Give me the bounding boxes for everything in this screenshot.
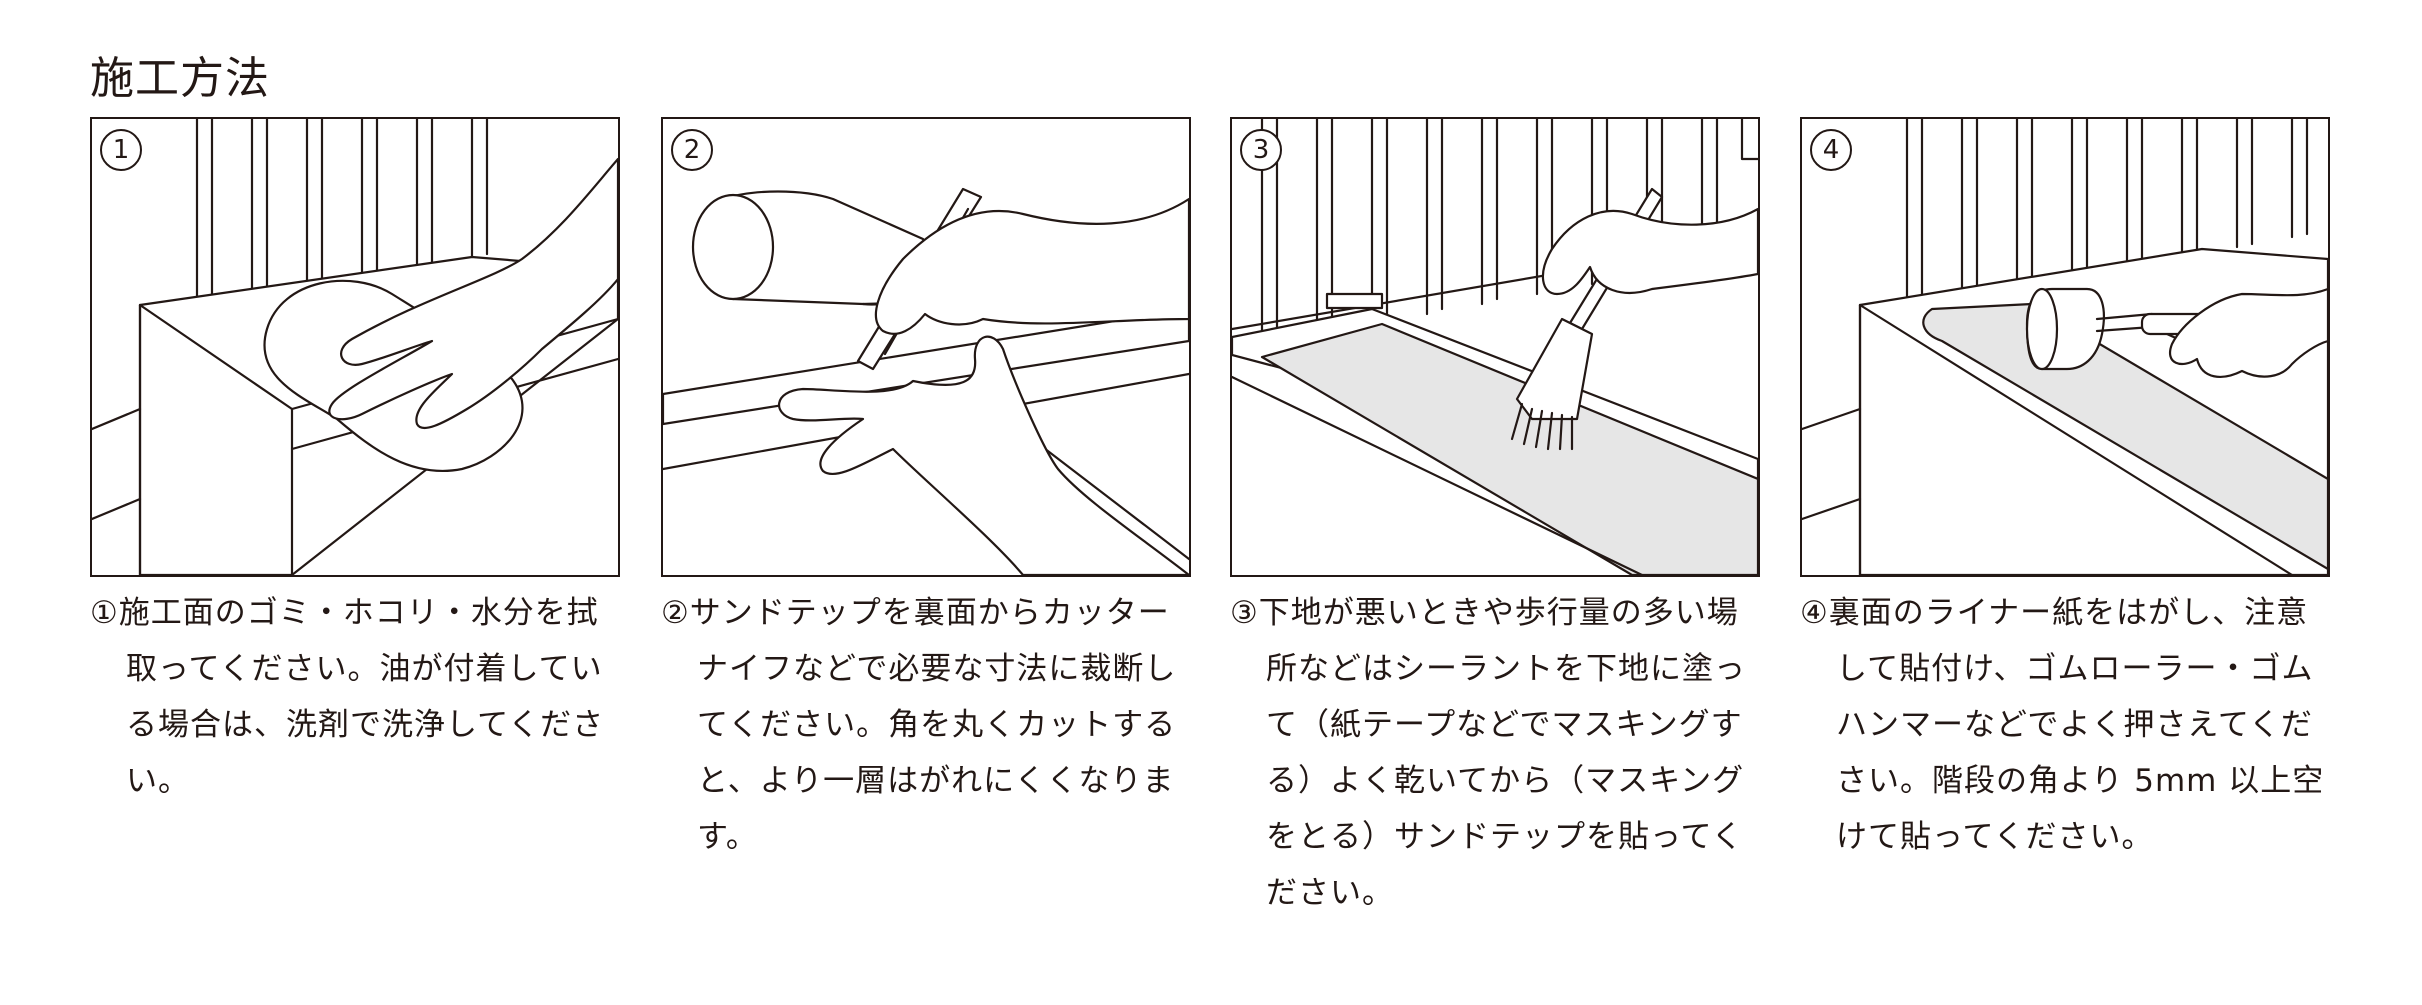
sealant-area: [1260, 322, 1758, 575]
step-3-illustration: 3: [1230, 117, 1760, 577]
hand: [328, 157, 618, 430]
step-1-caption: ①施工面のゴミ・ホコリ・水分を拭取ってください。油が付着している場合は、洗剤で洗…: [90, 595, 605, 799]
page-title: 施工方法: [90, 53, 270, 104]
step-2: 2 ②サンドテップを裏面からカッターナイフなどで必要な寸法に裁断してください。角…: [661, 117, 1191, 865]
wiping-step-illustration: [92, 119, 618, 575]
tape-roll: [691, 190, 1189, 306]
step-2-illustration: 2: [661, 117, 1191, 577]
step-2-caption: ②サンドテップを裏面からカッターナイフなどで必要な寸法に裁断してください。角を丸…: [661, 595, 1177, 855]
step-1: 1 ①施工面のゴミ・ホコリ・水分を拭取ってください。油が付着している場合は、洗剤…: [90, 117, 620, 809]
rolling-step-illustration: [1802, 119, 2328, 575]
railing-bars: [195, 119, 489, 311]
step-4-illustration: 4: [1800, 117, 2330, 577]
tape-tab: [1325, 292, 1384, 310]
step-4: 4 ④裏面のライナー紙をはがし、注意して貼付け、ゴムローラー・ゴムハンマーなどで…: [1800, 117, 2330, 865]
step-number-badge: 1: [100, 129, 142, 171]
hand: [2169, 287, 2328, 378]
step-4-caption: ④裏面のライナー紙をはがし、注意して貼付け、ゴムローラー・ゴムハンマーなどでよく…: [1800, 595, 2325, 855]
step-number-badge: 4: [1810, 129, 1852, 171]
step-1-illustration: 1: [90, 117, 620, 577]
cutting-step-illustration: [663, 187, 1189, 575]
railing-bars: [1905, 119, 2309, 311]
step-number-badge: 3: [1240, 129, 1282, 171]
sealant-step-illustration: [1232, 119, 1758, 575]
upper-hand: [874, 197, 1189, 335]
tape-strip: [1922, 302, 2328, 571]
step-3: 3 ③下地が悪いときや歩行量の多い場所などはシーラントを下地に塗って（紙テープな…: [1230, 117, 1760, 921]
step-number-badge: 2: [671, 129, 713, 171]
hand: [1541, 207, 1758, 296]
step-3-caption: ③下地が悪いときや歩行量の多い場所などはシーラントを下地に塗って（紙テープなどで…: [1230, 595, 1746, 911]
lower-hand: [777, 335, 1189, 575]
